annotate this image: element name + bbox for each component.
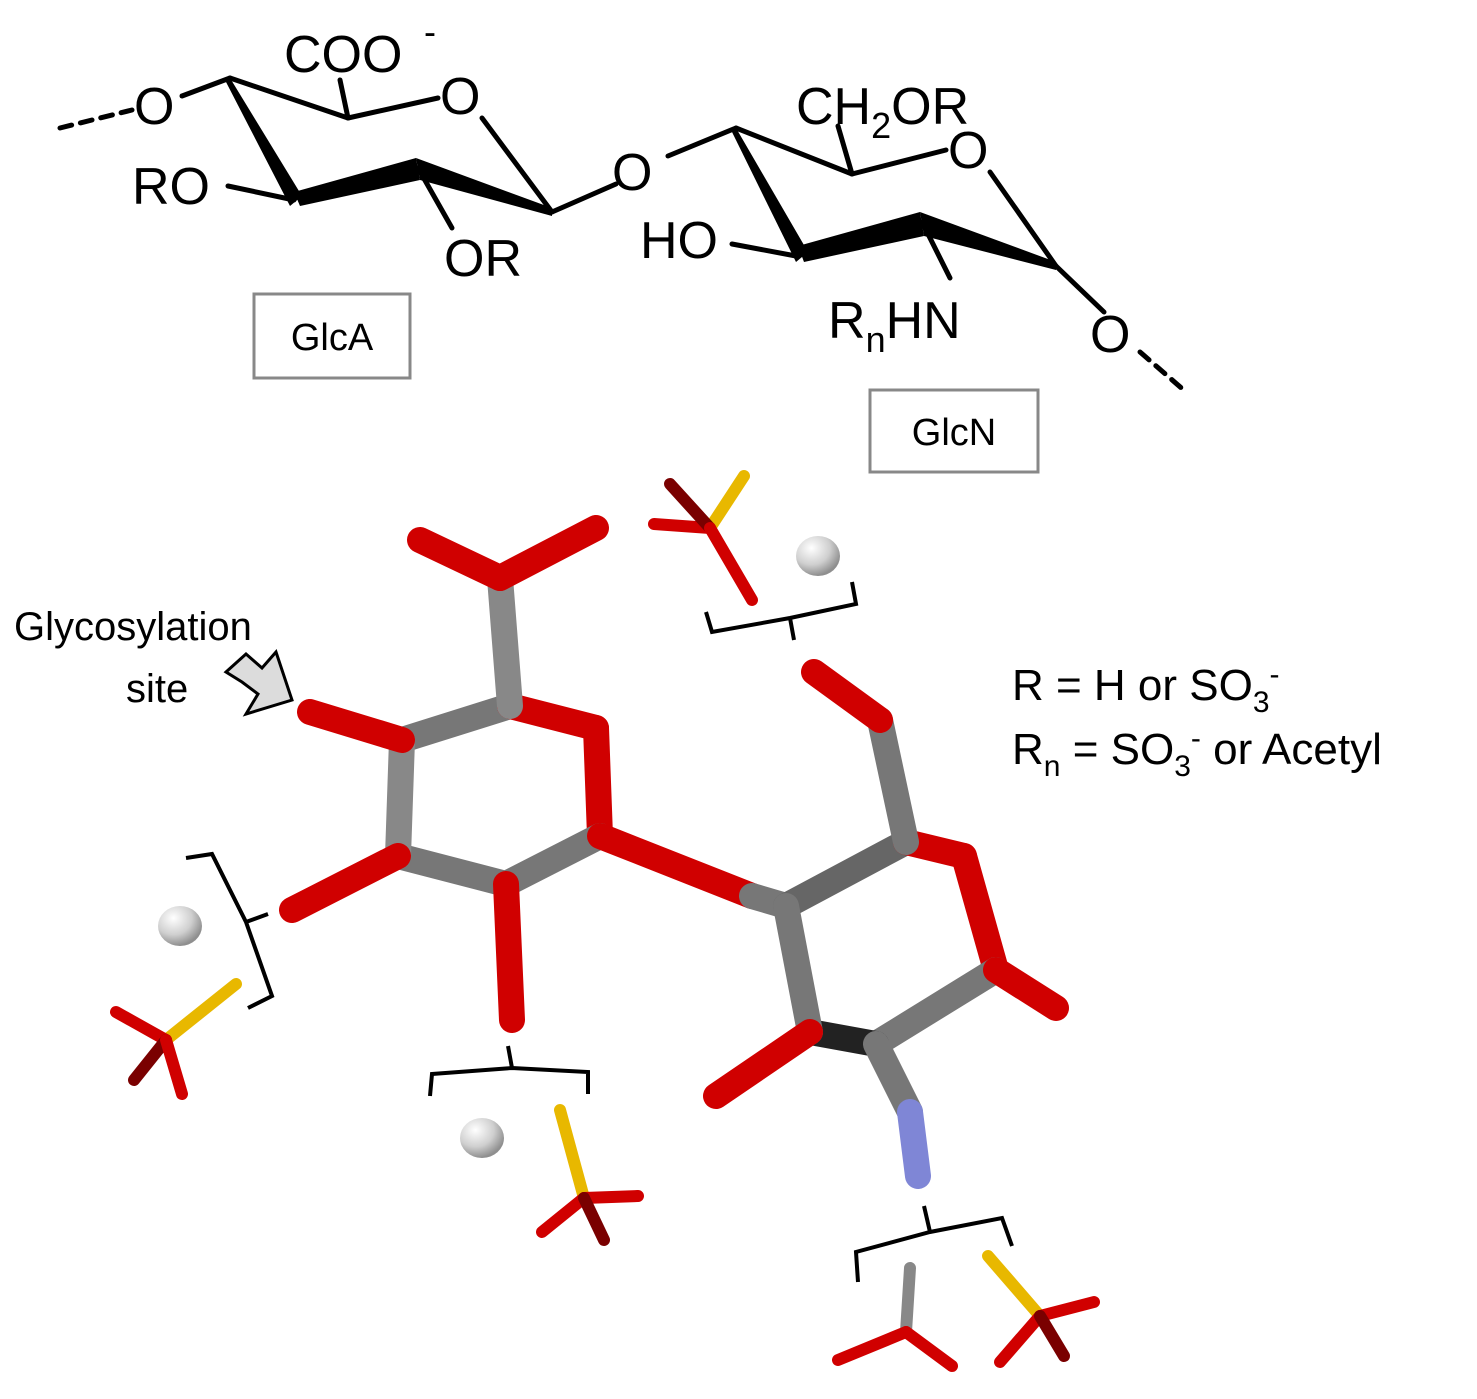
glca-carboxylate: COO <box>284 26 402 84</box>
glycosylation-arrow-icon <box>223 649 294 717</box>
glcn-bond-c4-c5 <box>733 125 855 177</box>
glca-label-box: GlcA <box>252 292 412 380</box>
glca-bond-c3-ro <box>225 183 297 203</box>
glca-wedge-c4-c3 <box>226 78 302 206</box>
skeletal-structure <box>57 75 1189 395</box>
bracket-left <box>185 851 275 1010</box>
glca-wedge-c2-c1 <box>416 158 552 216</box>
wedge-bonds <box>226 78 1056 270</box>
brackets <box>185 581 1014 1283</box>
glcn-bond-c5-o5 <box>849 147 949 177</box>
glcn-wedge-c3-c2 <box>798 212 924 262</box>
glca-ring-oxygen: O <box>440 68 480 126</box>
hydrogen-sphere-left <box>158 906 202 946</box>
glca-label: GlcA <box>291 317 374 359</box>
glcn-label-box: GlcN <box>868 388 1040 474</box>
glca-ring-sticks <box>279 515 765 1033</box>
glycosylation-label-line1: Glycosylation <box>14 605 252 649</box>
bracket-top <box>704 581 859 641</box>
glcn-ch2or: CH2OR <box>796 78 969 146</box>
glca-bond-o5-c1 <box>479 115 555 215</box>
hydrogen-sphere-top <box>796 536 840 576</box>
glca-bond-c5-carboxyl <box>337 77 351 121</box>
glcn-bond-c1-o1 <box>1053 263 1107 315</box>
glca-bond-c1-glyco-o <box>549 181 619 215</box>
acetyl-group <box>832 1262 958 1372</box>
right-dashed-bond <box>1137 349 1189 395</box>
glca-bond-c4-o4 <box>179 75 233 99</box>
glcn-bond-o5-c1 <box>987 169 1059 269</box>
glca-bond-c4-c5 <box>227 75 351 121</box>
glca-carboxylate-charge: - <box>424 11 436 52</box>
glcn-bond-glyco-o-c4 <box>665 125 739 159</box>
bracket-middle <box>428 1045 590 1097</box>
glcn-ring-oxygen: O <box>948 122 988 180</box>
sulfate-middle <box>536 1104 644 1246</box>
hydrogen-sphere-middle <box>460 1118 504 1158</box>
glcn-bond-c3-ho <box>729 241 799 259</box>
left-dashed-bond <box>57 107 135 131</box>
legend-rn-definition: Rn = SO3- or Acetyl <box>1012 722 1382 783</box>
glca-linkage-oxygen: O <box>134 78 174 136</box>
glycosylation-pointer: Glycosylation site <box>14 605 294 717</box>
glcn-bond-c5-ch2or <box>835 123 855 177</box>
glcn-wedge-c4-c3 <box>732 128 808 262</box>
legend-r-definition: R = H or SO3- <box>1012 658 1280 719</box>
glca-wedge-c3-c2 <box>294 158 420 206</box>
bracket-bottom <box>853 1205 1014 1283</box>
glca-substituent-or: OR <box>444 230 522 288</box>
glycosidic-oxygen: O <box>612 144 652 202</box>
stick-model <box>110 470 1100 1372</box>
glca-substituent-ro: RO <box>132 158 210 216</box>
glca-bond-c5-o5 <box>345 95 441 121</box>
sulfate-top <box>648 470 758 606</box>
sulfate-bottom-right <box>982 1250 1100 1368</box>
glcn-wedge-c2-c1 <box>920 212 1056 270</box>
glcn-substituent-ho: HO <box>640 212 718 270</box>
glcn-label: GlcN <box>912 412 996 454</box>
glcn-linkage-oxygen: O <box>1090 306 1130 364</box>
sulfate-left <box>110 978 242 1100</box>
glcn-amine: RnHN <box>828 292 961 360</box>
substituent-legend: R = H or SO3- Rn = SO3- or Acetyl <box>1012 658 1382 783</box>
glcn-ring-sticks <box>703 659 1069 1189</box>
glycosylation-label-line2: site <box>126 667 188 711</box>
